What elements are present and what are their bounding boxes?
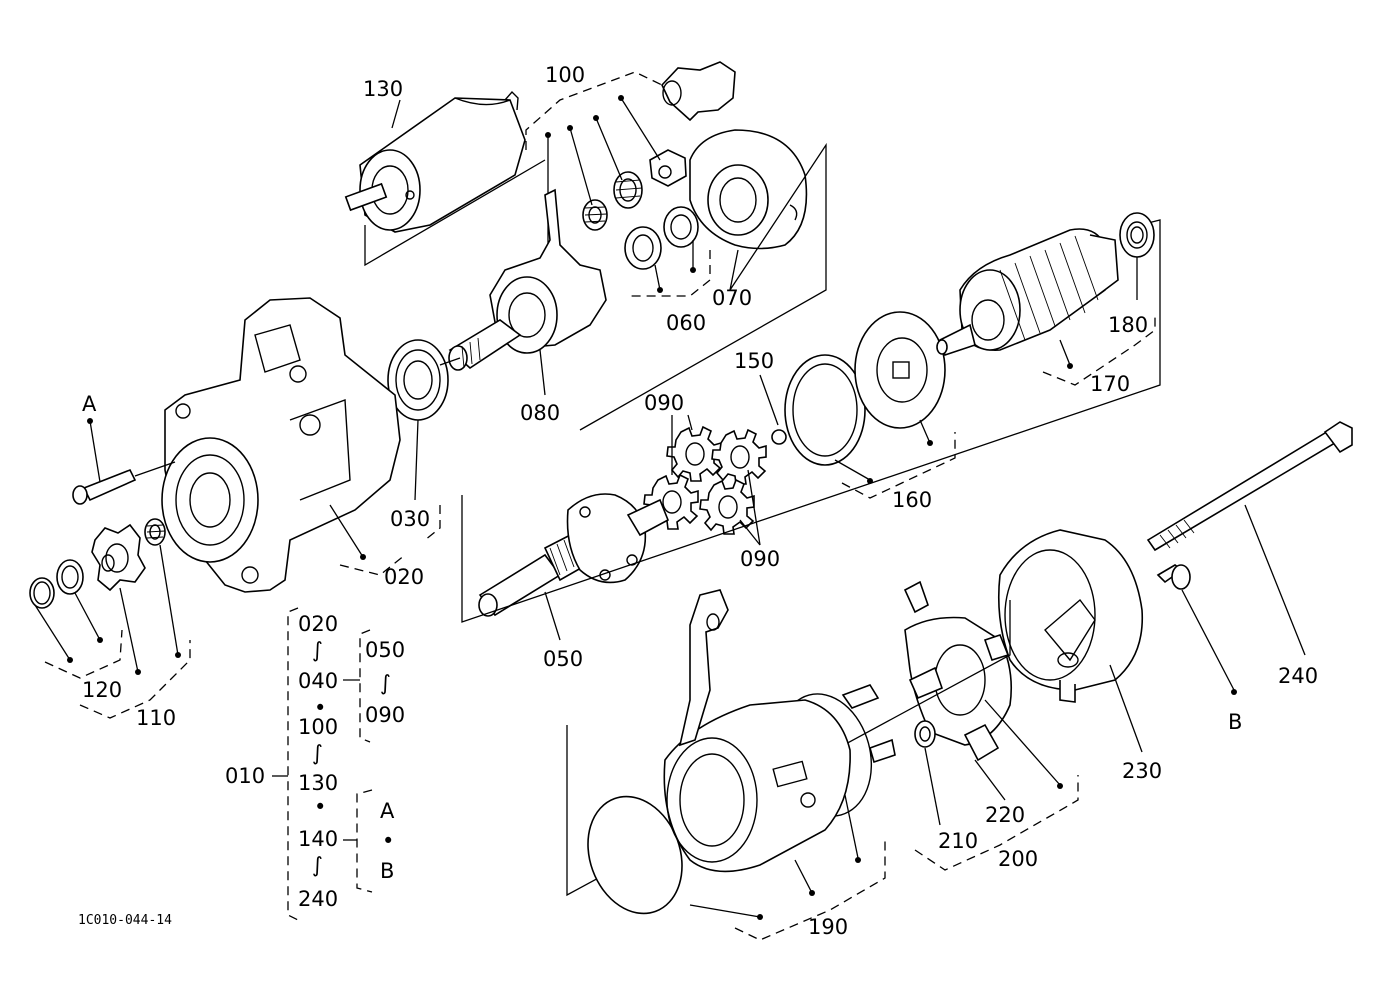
label-020: 020	[384, 565, 424, 589]
legend-140: 140	[298, 827, 338, 851]
snap-ring	[29, 577, 55, 609]
drawing-code: 1C010-044-14	[78, 913, 172, 928]
legend-240: 240	[298, 887, 338, 911]
legend-a: A	[380, 799, 395, 823]
ball-bearing-030	[387, 339, 461, 421]
label-160: 160	[892, 488, 932, 512]
legend-tilde-4: ∫	[380, 671, 391, 695]
label-190: 190	[808, 915, 848, 939]
label-120: 120	[82, 678, 122, 702]
label-210: 210	[938, 829, 978, 853]
pinion-spring	[144, 518, 166, 546]
label-180: 180	[1108, 313, 1148, 337]
flange-bolt-a	[72, 461, 176, 505]
yoke-assembly	[663, 589, 896, 873]
pinion-shaft-assembly	[448, 188, 607, 371]
spring-large	[613, 171, 643, 209]
assembly-legend: 010 020 ∫ 040 • 100 ∫ 130 • 140 ∫ 240 05…	[225, 607, 405, 921]
planet-carrier-shaft	[478, 493, 670, 617]
stopper-ring	[56, 559, 84, 595]
internal-gear-ring	[784, 354, 866, 466]
solenoid-switch	[344, 90, 526, 233]
ref-b-right: B	[1228, 710, 1242, 734]
label-240: 240	[1278, 664, 1318, 688]
ref-a-top: A	[82, 392, 97, 416]
label-090-bottom: 090	[740, 547, 780, 571]
legend-dot-1: •	[314, 696, 326, 720]
label-100: 100	[545, 63, 585, 87]
legend-tilde-1: ∫	[312, 638, 323, 662]
legend-b: B	[380, 859, 394, 883]
rear-bearing	[1119, 212, 1155, 258]
pinion-gear-110	[91, 523, 146, 592]
label-200: 200	[998, 847, 1038, 871]
drive-end-cover	[689, 129, 808, 250]
legend-dot-3: •	[382, 829, 394, 853]
label-050: 050	[543, 647, 583, 671]
legend-dot-2: •	[314, 795, 326, 819]
label-030: 030	[390, 507, 430, 531]
legend-090: 090	[365, 703, 405, 727]
legend-040: 040	[298, 669, 338, 693]
label-170: 170	[1090, 372, 1130, 396]
label-220: 220	[985, 803, 1025, 827]
brush-spring	[914, 720, 936, 748]
legend-100: 100	[298, 715, 338, 739]
label-230: 230	[1122, 759, 1162, 783]
label-070: 070	[712, 286, 752, 310]
screw-b	[1156, 564, 1191, 590]
legend-root: 010	[225, 764, 265, 788]
legend-tilde-3: ∫	[312, 853, 323, 877]
terminal-bolt	[661, 61, 736, 122]
drive-housing	[161, 297, 401, 593]
legend-tilde-2: ∫	[312, 741, 323, 765]
label-090-top: 090	[644, 391, 684, 415]
contact-washer	[649, 149, 687, 187]
armature	[936, 228, 1119, 357]
legend-020: 020	[298, 612, 338, 636]
label-130: 130	[363, 77, 403, 101]
planetary-gears	[643, 425, 767, 535]
through-bolt	[1146, 421, 1353, 552]
spring-small	[582, 199, 608, 231]
label-060: 060	[666, 311, 706, 335]
label-110: 110	[136, 706, 176, 730]
legend-050: 050	[365, 638, 405, 662]
legend-130: 130	[298, 771, 338, 795]
label-080: 080	[520, 401, 560, 425]
center-plate	[854, 311, 946, 429]
rear-end-cover	[998, 529, 1144, 703]
label-150: 150	[734, 349, 774, 373]
brush-holder	[903, 580, 1013, 762]
steel-ball	[771, 429, 787, 445]
thrust-washers	[624, 206, 699, 270]
